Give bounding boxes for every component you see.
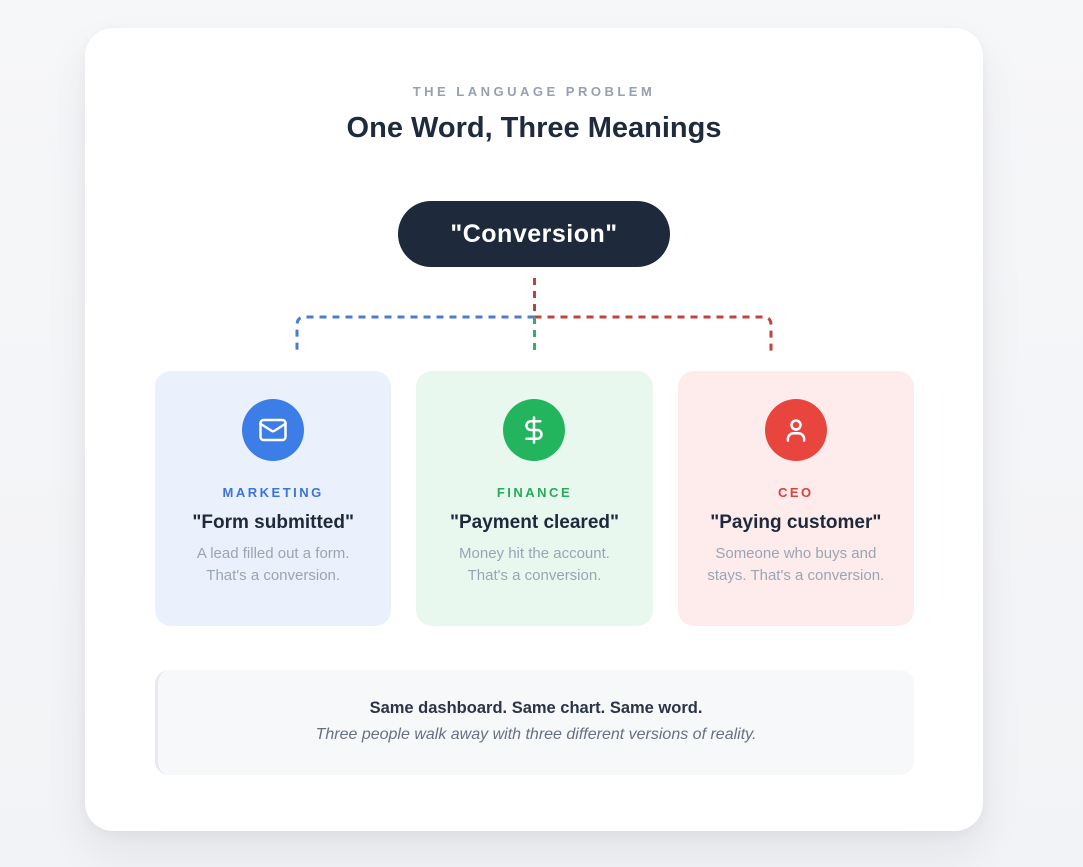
card-marketing: MARKETING "Form submitted" A lead filled… bbox=[155, 371, 392, 626]
panel: THE LANGUAGE PROBLEM One Word, Three Mea… bbox=[85, 28, 983, 831]
card-label: FINANCE bbox=[496, 485, 573, 500]
card-description: Money hit the account. That's a conversi… bbox=[459, 545, 610, 584]
summary-italic-line: Three people walk away with three differ… bbox=[315, 726, 757, 743]
user-icon-badge bbox=[764, 399, 827, 461]
connector-diagram bbox=[155, 267, 914, 371]
connector-svg bbox=[295, 278, 773, 354]
cards-row: MARKETING "Form submitted" A lead filled… bbox=[155, 371, 914, 626]
eyebrow-label: THE LANGUAGE PROBLEM bbox=[412, 84, 656, 99]
card-label: CEO bbox=[777, 485, 814, 500]
card-heading: "Payment cleared" bbox=[449, 512, 620, 533]
card-label: MARKETING bbox=[222, 485, 324, 500]
dollar-icon-badge bbox=[503, 399, 566, 461]
user-icon bbox=[786, 419, 806, 442]
mail-icon bbox=[259, 418, 287, 442]
card-ceo: CEO "Paying customer" Someone who buys a… bbox=[677, 371, 914, 626]
connector-blue-line bbox=[295, 315, 535, 354]
card-heading: "Form submitted" bbox=[192, 512, 354, 533]
conversion-pill: "Conversion" bbox=[398, 201, 670, 267]
card-description: Someone who buys and stays. That's a con… bbox=[707, 545, 885, 584]
dollar-icon bbox=[525, 416, 544, 444]
card-finance: FINANCE "Payment cleared" Money hit the … bbox=[416, 371, 653, 626]
summary-bold-line: Same dashboard. Same chart. Same word. bbox=[369, 699, 703, 717]
mail-icon-badge bbox=[242, 399, 305, 461]
connector-red-line bbox=[534, 315, 773, 354]
conversion-pill-label: "Conversion" bbox=[450, 219, 618, 248]
pill-row: "Conversion" bbox=[155, 201, 913, 267]
card-heading: "Paying customer" bbox=[710, 512, 882, 533]
card-description: A lead filled out a form. That's a conve… bbox=[196, 545, 350, 584]
page-title: One Word, Three Meanings bbox=[346, 112, 722, 144]
summary-box: Same dashboard. Same chart. Same word. T… bbox=[155, 670, 914, 775]
